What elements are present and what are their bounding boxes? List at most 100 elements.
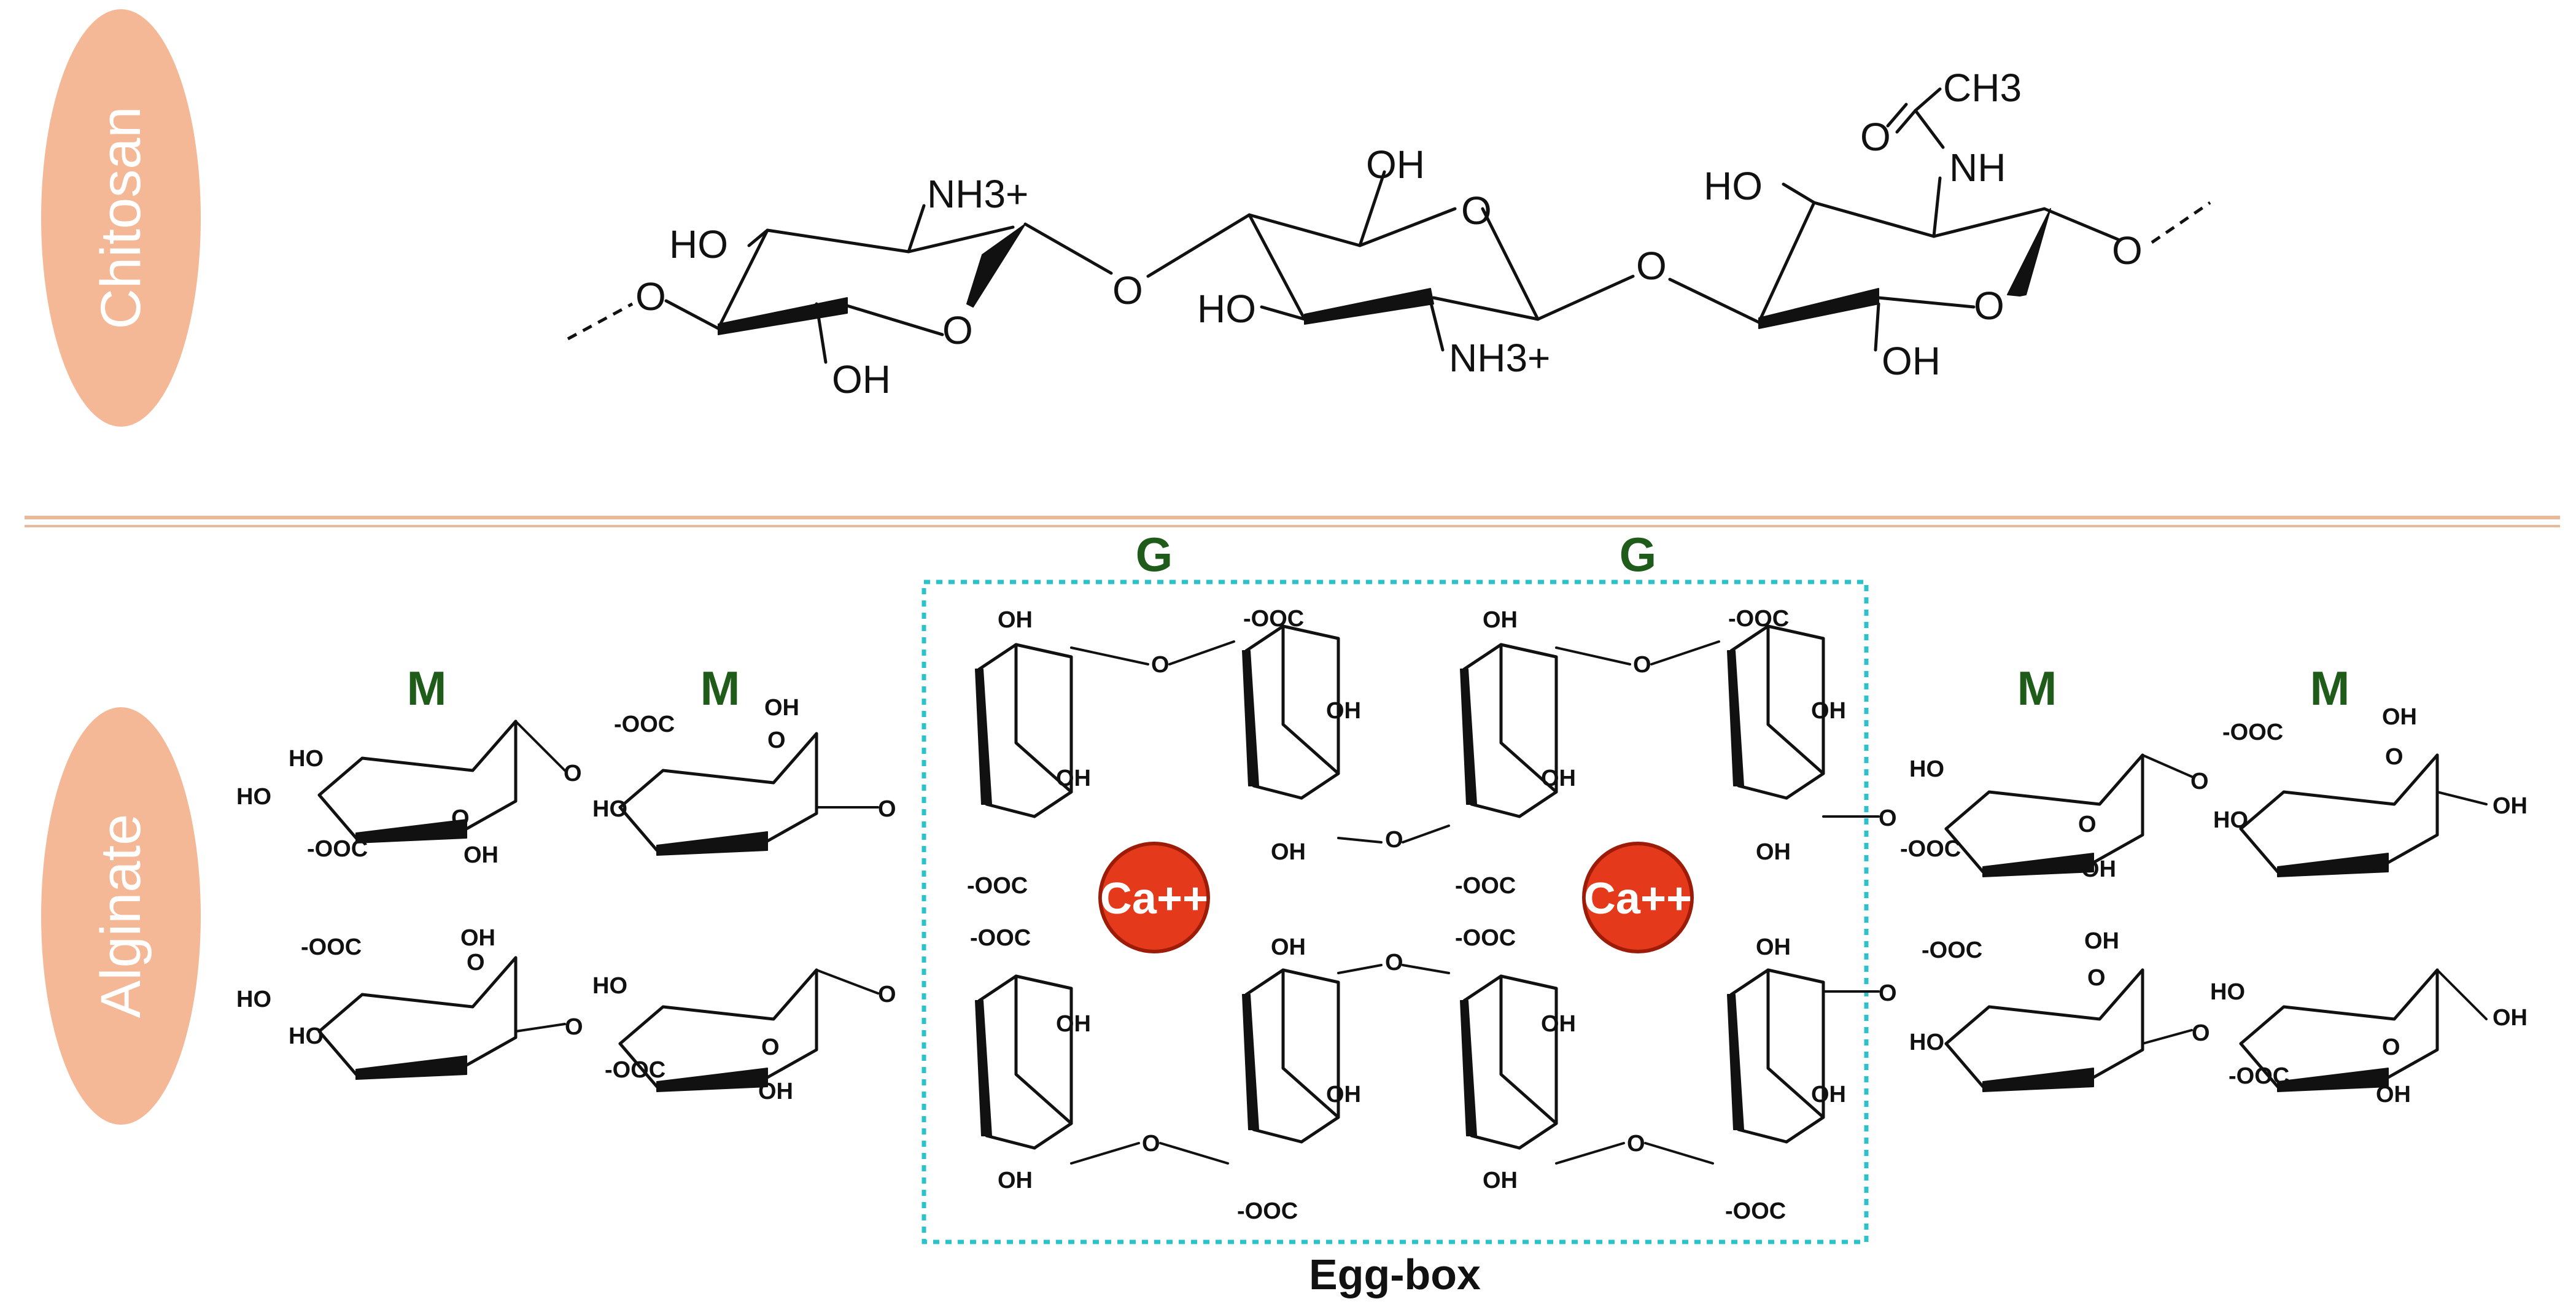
alginate-m-unit-upper-2: -OOC OH HO O O — [592, 695, 896, 855]
svg-text:O: O — [451, 805, 470, 831]
chitosan-ho-2: HO — [1197, 287, 1256, 331]
svg-text:O: O — [565, 1014, 583, 1040]
chitosan-oh-3: OH — [1882, 339, 1941, 383]
section-divider — [25, 516, 2560, 527]
svg-text:O: O — [878, 796, 896, 822]
chitosan-oh-1: OH — [832, 357, 891, 401]
svg-text:O: O — [1879, 805, 1897, 831]
svg-text:-OOC: -OOC — [1728, 606, 1789, 632]
svg-text:OH: OH — [2084, 928, 2119, 954]
chitosan-ring-o-3: O — [1974, 284, 2004, 328]
alginate-label: Alginate — [90, 814, 152, 1018]
svg-text:O: O — [767, 727, 786, 753]
svg-text:O: O — [2190, 769, 2209, 794]
chitosan-ho-1: HO — [669, 222, 728, 266]
alginate-m-unit-lower-2: HO -OOC OH O O — [592, 970, 896, 1104]
svg-text:HO: HO — [592, 796, 627, 822]
alginate-m-unit-upper-1: HO HO -OOC OH O O — [236, 721, 582, 868]
alginate-g-unit-upper-3: OH OH -OOC O — [1455, 607, 1720, 899]
svg-text:OH: OH — [2382, 704, 2417, 730]
unit-label-m-3: M — [2017, 661, 2057, 715]
svg-text:-OOC: -OOC — [1725, 1198, 1786, 1224]
chitosan-ch3: CH3 — [1943, 66, 2022, 110]
calcium-ion-2: Ca++ — [1582, 842, 1694, 953]
svg-text:O: O — [467, 950, 485, 976]
svg-text:-OOC: -OOC — [1455, 925, 1516, 951]
svg-text:O: O — [1142, 1131, 1160, 1157]
svg-text:OH: OH — [1483, 607, 1518, 633]
alginate-g-unit-upper-4: -OOC OH OH O — [1728, 606, 1897, 865]
alginate-g-unit-lower-3: -OOC OH OH O — [1455, 925, 1714, 1193]
svg-text:OH: OH — [1541, 766, 1576, 791]
svg-text:O: O — [1385, 950, 1403, 976]
svg-text:OH: OH — [764, 695, 799, 721]
svg-text:HO: HO — [236, 987, 271, 1012]
chitosan-structure: O HO NH3+ OH O O OH O HO NH3+ O — [567, 66, 2211, 401]
svg-text:O: O — [2385, 744, 2403, 770]
svg-text:OH: OH — [1271, 839, 1306, 865]
alginate-m-unit-upper-4: -OOC OH HO O OH — [2213, 704, 2528, 877]
alginate-m-unit-lower-1: -OOC OH HO HO O O — [236, 925, 583, 1079]
svg-text:HO: HO — [2210, 979, 2245, 1005]
svg-text:-OOC: -OOC — [2229, 1063, 2289, 1089]
svg-text:OH: OH — [2493, 793, 2528, 819]
svg-text:OH: OH — [1326, 1082, 1361, 1107]
chitosan-label: Chitosan — [90, 106, 152, 329]
svg-text:HO: HO — [289, 746, 324, 772]
chitosan-pill: Chitosan — [41, 9, 201, 427]
svg-text:-OOC: -OOC — [1243, 606, 1304, 632]
chitosan-o-4: O — [2112, 228, 2143, 273]
calcium-ion-label-2: Ca++ — [1584, 874, 1692, 923]
chitosan-oh-2: OH — [1366, 142, 1425, 187]
svg-text:OH: OH — [2376, 1082, 2411, 1107]
unit-label-m-2: M — [700, 661, 740, 715]
svg-text:O: O — [564, 761, 582, 786]
calcium-ion-1: Ca++ — [1098, 842, 1210, 953]
svg-text:OH: OH — [758, 1079, 793, 1104]
svg-text:HO: HO — [236, 784, 271, 810]
svg-text:O: O — [1627, 1131, 1645, 1157]
unit-label-m-4: M — [2310, 661, 2350, 715]
svg-text:-OOC: -OOC — [1900, 836, 1961, 862]
svg-text:OH: OH — [460, 925, 495, 951]
svg-text:-OOC: -OOC — [301, 934, 362, 960]
svg-text:OH: OH — [1271, 934, 1306, 960]
svg-text:OH: OH — [1811, 698, 1846, 724]
svg-text:OH: OH — [1326, 698, 1361, 724]
alginate-g-unit-upper-2: -OOC OH OH O — [1243, 606, 1450, 865]
svg-text:O: O — [2382, 1034, 2400, 1060]
egg-box-frame — [921, 580, 1869, 1244]
svg-text:-OOC: -OOC — [2222, 720, 2283, 745]
svg-text:OH: OH — [2081, 856, 2116, 882]
svg-text:O: O — [1633, 652, 1651, 678]
alginate-g-unit-lower-2: OH OH -OOC O — [1237, 934, 1450, 1224]
unit-label-g-2: G — [1620, 527, 1657, 581]
chitosan-o-3: O — [1636, 244, 1667, 288]
svg-text:-OOC: -OOC — [614, 712, 675, 737]
chitosan-ring-o-1: O — [942, 308, 973, 352]
svg-text:OH: OH — [998, 1168, 1033, 1193]
unit-label-m-1: M — [407, 661, 447, 715]
svg-text:O: O — [2087, 965, 2106, 991]
egg-box-caption: Egg-box — [1309, 1251, 1481, 1298]
svg-text:OH: OH — [1756, 934, 1791, 960]
svg-text:O: O — [878, 982, 896, 1007]
chitosan-nh: NH — [1949, 145, 2006, 190]
svg-text:OH: OH — [1056, 1011, 1091, 1037]
svg-text:O: O — [761, 1034, 780, 1060]
alginate-pill: Alginate — [41, 707, 201, 1125]
svg-text:OH: OH — [2493, 1005, 2528, 1031]
chitosan-ho-3: HO — [1704, 164, 1763, 208]
svg-text:OH: OH — [1811, 1082, 1846, 1107]
svg-text:HO: HO — [1909, 1030, 1944, 1055]
svg-text:O: O — [1879, 980, 1897, 1006]
svg-text:-OOC: -OOC — [970, 925, 1031, 951]
svg-text:OH: OH — [1541, 1011, 1576, 1037]
svg-text:-OOC: -OOC — [307, 836, 368, 862]
chitosan-nh3-2: NH3+ — [1449, 336, 1550, 380]
svg-text:-OOC: -OOC — [1922, 937, 1982, 963]
alginate-m-unit-upper-3: HO -OOC OH O O — [1900, 755, 2209, 882]
alginate-m-unit-lower-4: HO -OOC OH O OH — [2210, 970, 2528, 1107]
chitosan-nh3-1: NH3+ — [927, 172, 1028, 216]
